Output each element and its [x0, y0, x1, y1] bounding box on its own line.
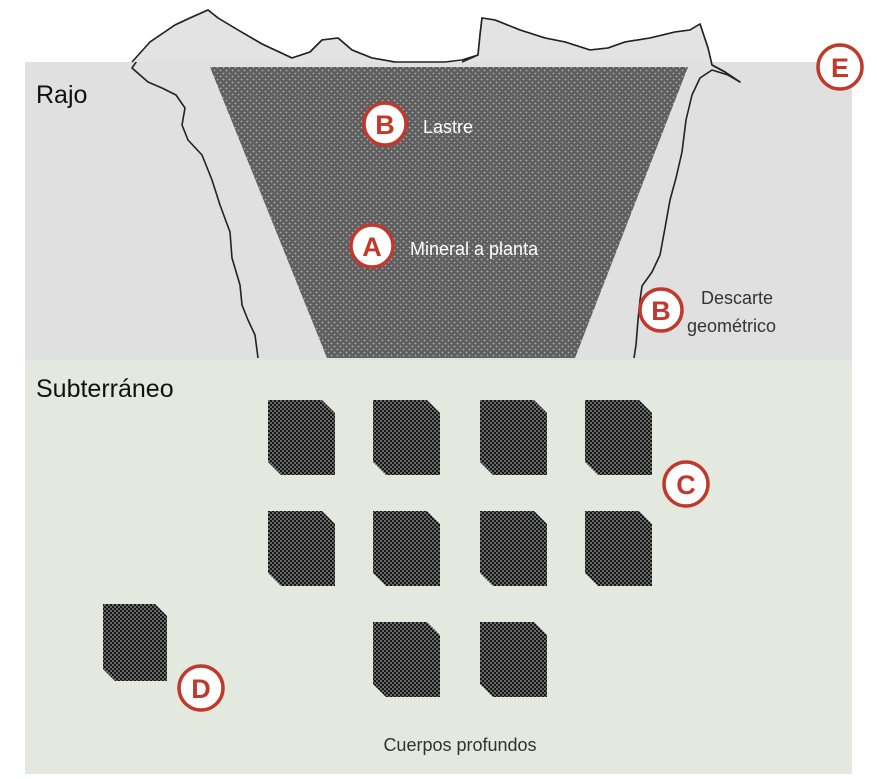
terrain-peaks [132, 10, 712, 62]
marker-b-discard: B [638, 287, 684, 333]
geometric-discard-label-1: Descarte [701, 288, 773, 308]
marker-d: D [177, 664, 225, 712]
pit-cone [210, 67, 688, 358]
ore-block [268, 400, 335, 475]
waste-label: Lastre [423, 117, 473, 137]
ore-block [373, 511, 440, 586]
marker-e-letter: E [831, 53, 849, 83]
ore-block-grid [268, 400, 652, 697]
marker-b-waste: B [362, 101, 408, 147]
ore-block [585, 511, 652, 586]
ore-block [585, 400, 652, 475]
deep-bodies-label: Cuerpos profundos [383, 735, 536, 755]
open-pit-label: Rajo [36, 81, 87, 109]
marker-a: A [349, 223, 395, 269]
isolated-ore-block [103, 604, 167, 681]
ore-block [373, 400, 440, 475]
marker-d-letter: D [191, 674, 211, 704]
marker-c: C [662, 460, 710, 508]
marker-a-letter: A [362, 232, 382, 262]
ore-block [480, 400, 547, 475]
geometric-discard-label-2: geométrico [687, 316, 776, 336]
marker-e: E [816, 43, 864, 91]
ore-block [480, 511, 547, 586]
marker-b-discard-letter: B [651, 296, 671, 326]
marker-c-letter: C [676, 470, 696, 500]
marker-b-waste-letter: B [375, 110, 395, 140]
ore-block [268, 511, 335, 586]
ore-block [373, 622, 440, 697]
terrain-ridge [131, 9, 741, 83]
underground-label: Subterráneo [36, 375, 174, 403]
ore-to-plant-label: Mineral a planta [410, 239, 539, 259]
terrain-outline [131, 9, 741, 359]
ore-block [480, 622, 547, 697]
